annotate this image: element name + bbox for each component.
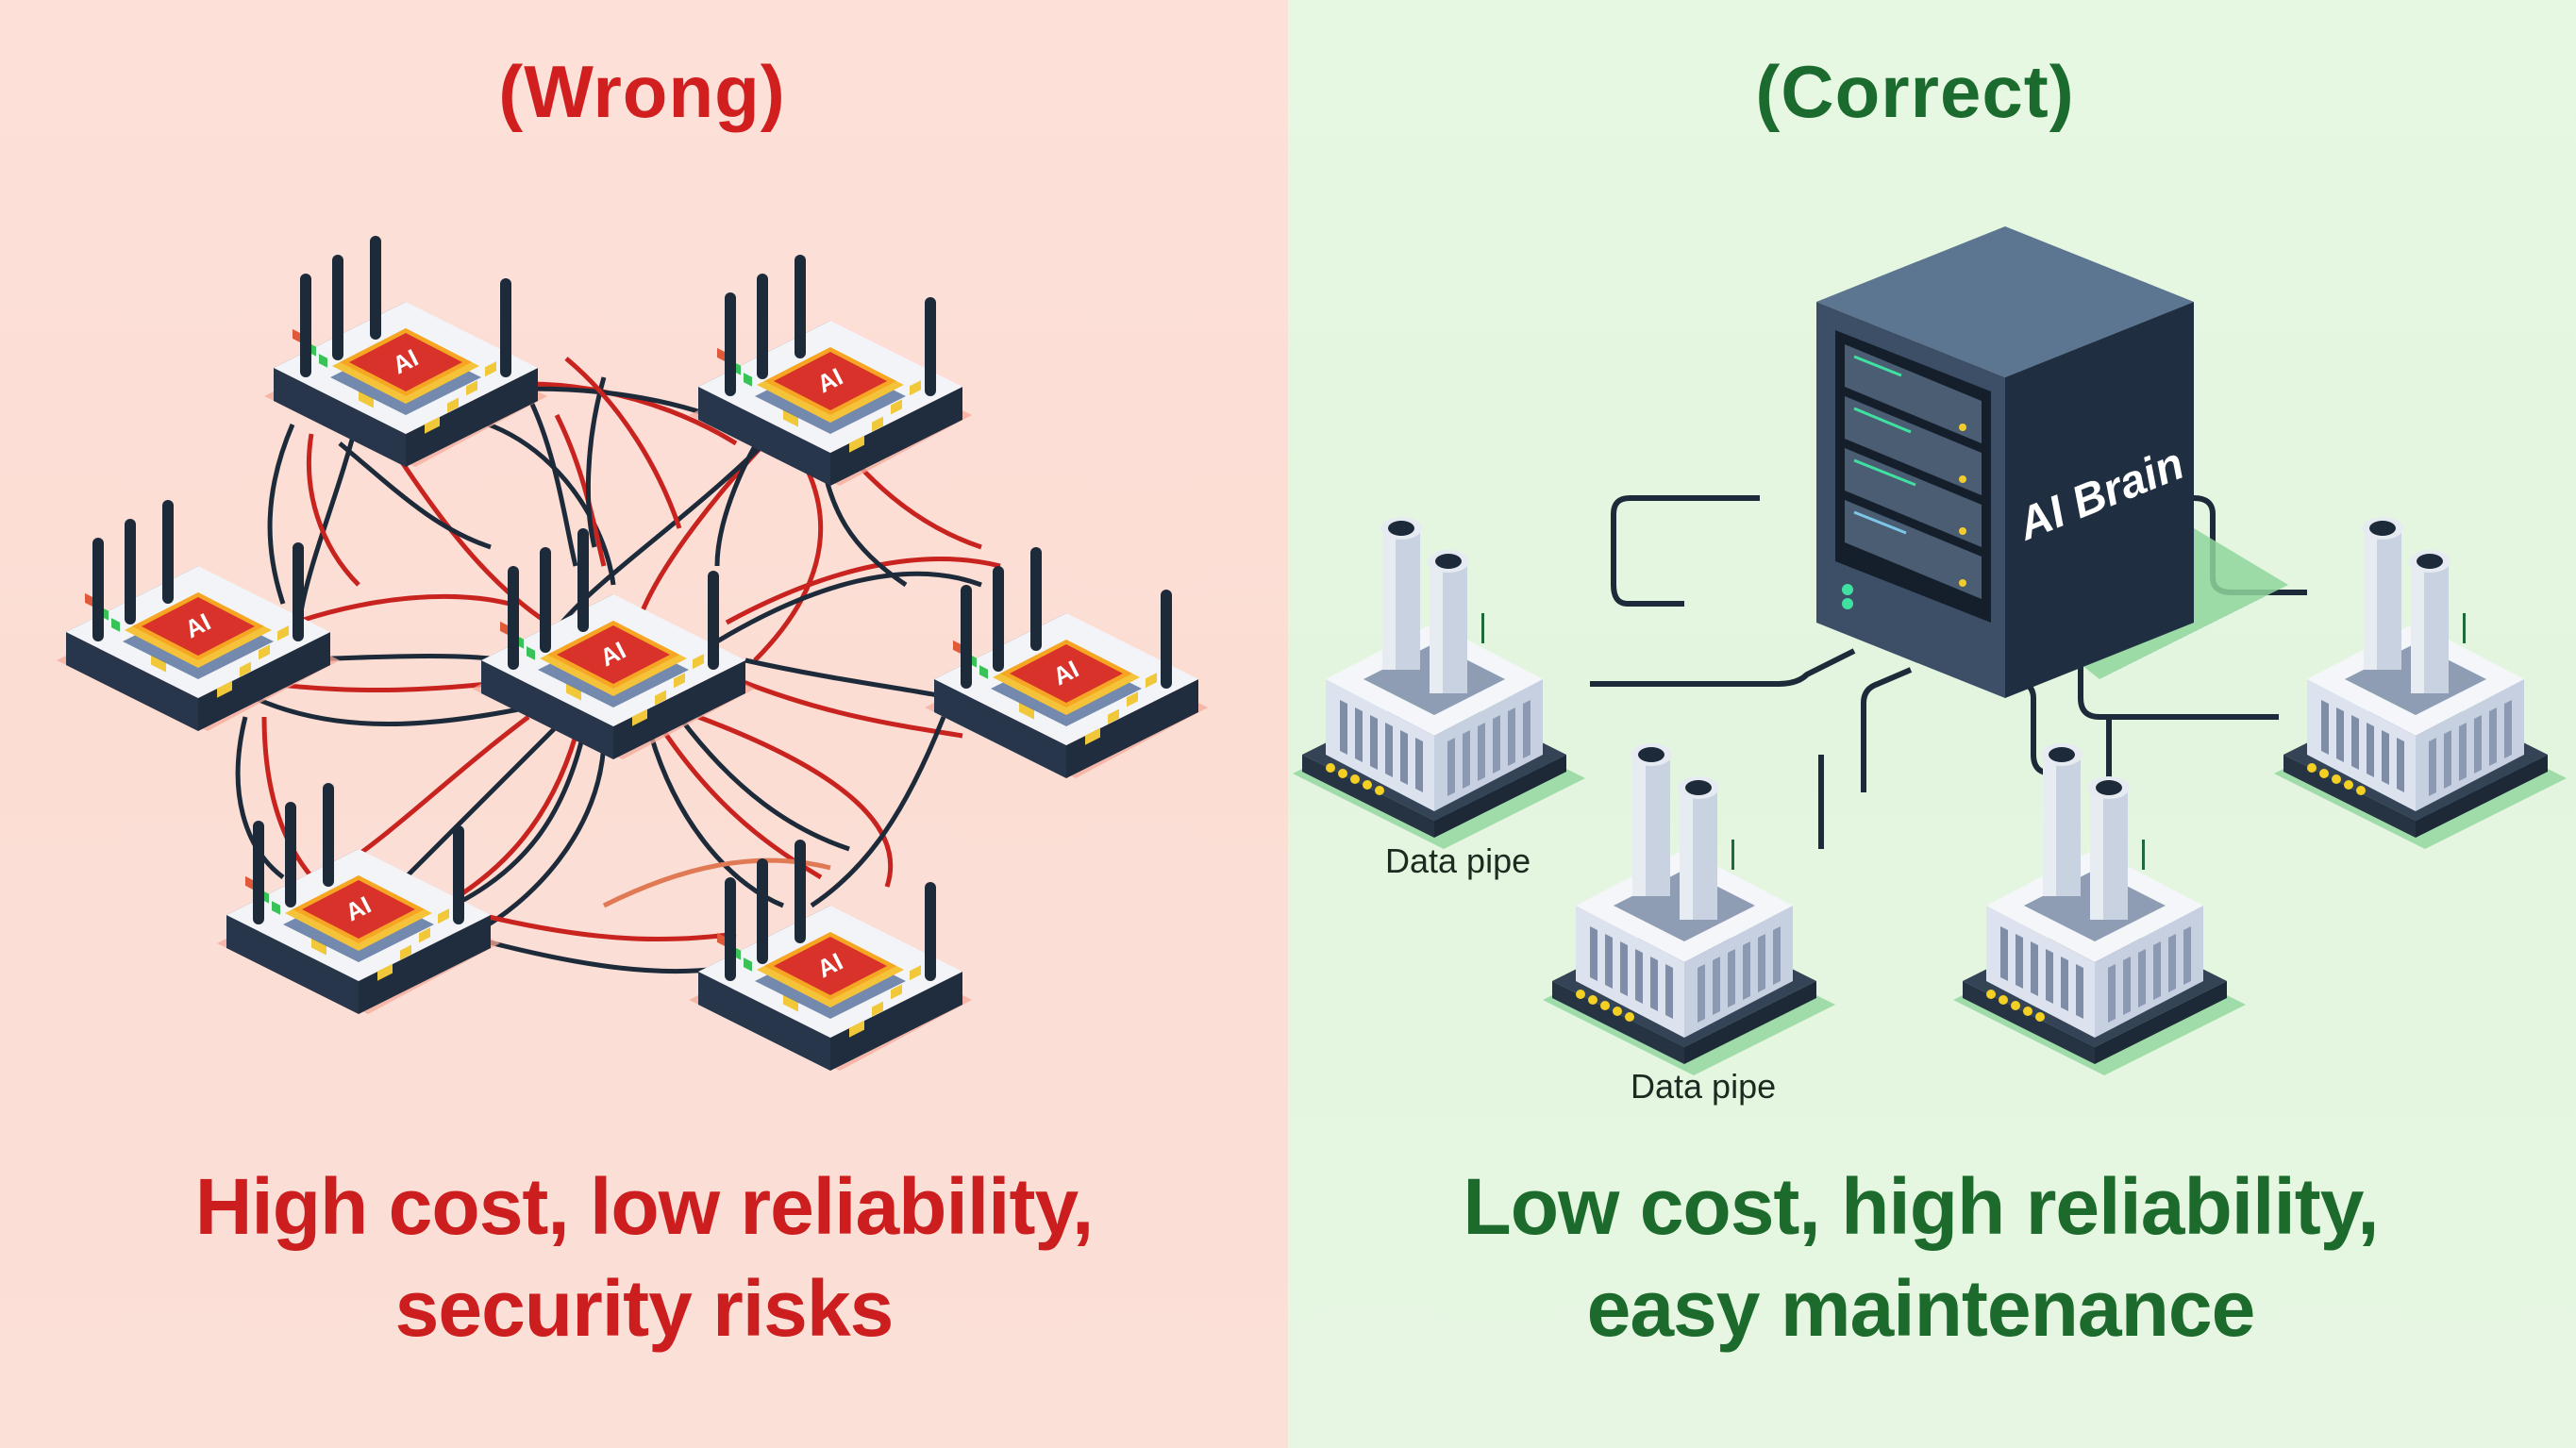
router-node-mid-left bbox=[57, 500, 340, 731]
wrong-panel: (Wrong) bbox=[0, 0, 1288, 1448]
mesh-network-scene: AI bbox=[57, 236, 1208, 1071]
correct-panel: (Correct) bbox=[1288, 0, 2576, 1448]
factory-node-bottom-right bbox=[1953, 743, 2246, 1075]
wrong-caption-line-1: High cost, low reliability, bbox=[194, 1162, 1095, 1251]
factory-node-bottom-left bbox=[1543, 743, 1835, 1075]
ai-brain-server: AI Brain bbox=[1816, 226, 2194, 698]
correct-caption-line-2: easy maintenance bbox=[1586, 1264, 2256, 1353]
correct-heading: (Correct) bbox=[1755, 50, 2075, 133]
correct-caption: Low cost, high reliability, easy mainten… bbox=[1288, 1156, 2565, 1359]
factory-node-right bbox=[2274, 517, 2567, 849]
router-node-bottom-left bbox=[217, 783, 500, 1014]
wrong-caption: High cost, low reliability, security ris… bbox=[0, 1156, 1288, 1359]
factory-node-left bbox=[1293, 517, 1585, 849]
data-pipe-label-left: Data pipe bbox=[1385, 841, 1531, 880]
router-node-top-right bbox=[689, 255, 972, 486]
wrong-caption-line-2: security risks bbox=[394, 1264, 895, 1353]
correct-caption-line-1: Low cost, high reliability, bbox=[1463, 1162, 2379, 1251]
centralized-network-scene: AI Brain bbox=[1293, 226, 2567, 1075]
data-pipe-label-bottom: Data pipe bbox=[1631, 1067, 1777, 1106]
wrong-heading: (Wrong) bbox=[498, 50, 786, 133]
